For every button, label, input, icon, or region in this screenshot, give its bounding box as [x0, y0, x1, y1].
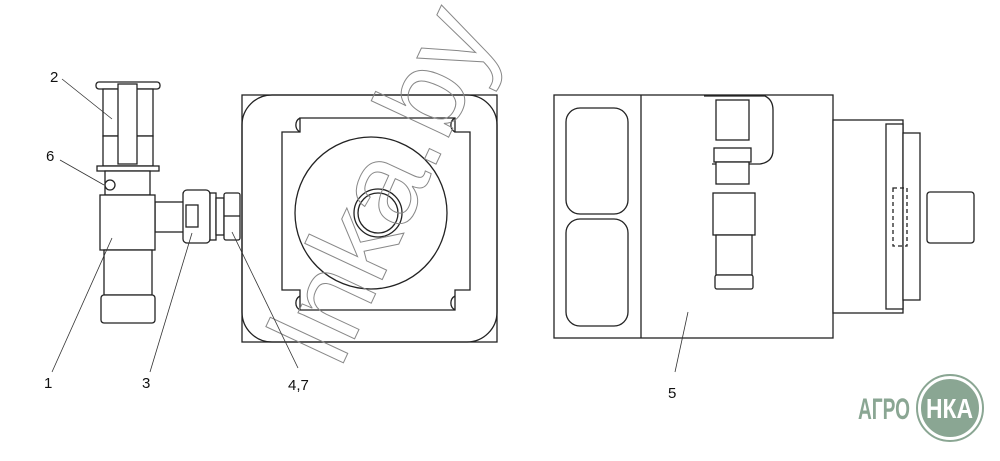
label-2: 2: [50, 69, 58, 86]
tank-side-view: [553, 94, 975, 339]
leader-lines: [51, 78, 689, 373]
logo-text-right: НКА: [926, 393, 973, 424]
label-4-7: 4,7: [288, 377, 309, 394]
label-3: 3: [142, 375, 150, 392]
agronka-logo: АГРО НКА: [858, 374, 984, 442]
label-5: 5: [668, 385, 676, 402]
valve-side-view: [95, 81, 241, 324]
logo-text-left: АГРО: [858, 393, 910, 426]
label-6: 6: [46, 148, 54, 165]
label-1: 1: [44, 375, 52, 392]
tank-front-view: [241, 94, 498, 343]
